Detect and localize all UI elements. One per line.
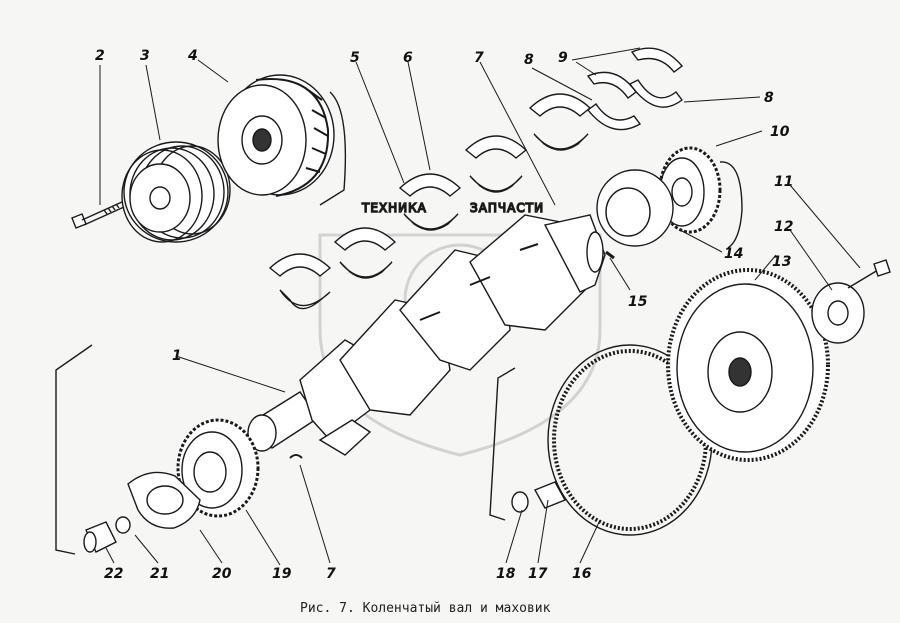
timing-gear: [176, 418, 260, 518]
oil-thrower: [127, 471, 201, 529]
callout-2: 2: [95, 48, 105, 64]
front-arrow: [55, 344, 93, 555]
flywheel: [666, 268, 830, 462]
callout-8-left: 8: [524, 52, 534, 68]
torsional-damper: [217, 74, 335, 197]
callout-15: 15: [628, 294, 648, 310]
callout-9: 9: [558, 50, 568, 66]
callout-21: 21: [150, 566, 169, 582]
flywheel-bolt-plate: [811, 282, 865, 344]
front-small-parts: [83, 454, 303, 553]
callout-17: 17: [528, 566, 548, 582]
main-bearing-shells: [268, 93, 592, 310]
watermark-left: ТЕХНИКА: [361, 201, 427, 215]
callout-8-right: 8: [764, 90, 774, 106]
callout-numbers: 1 2 3 4 5 6 7 8 8 9 10 11 12 13 14 15 16…: [95, 48, 793, 582]
oil-deflector: [596, 169, 674, 247]
pulley-bolt: [71, 201, 125, 229]
callout-20: 20: [212, 566, 232, 582]
callout-5: 5: [350, 50, 360, 66]
thrust-washers: [586, 47, 684, 131]
crankshaft: [247, 214, 606, 456]
callout-6: 6: [403, 50, 413, 66]
callout-7-bottom: 7: [326, 566, 336, 582]
callout-4: 4: [187, 48, 198, 64]
gear-arrow: [719, 161, 743, 249]
watermark-right: ЗАПЧАСТИ: [470, 201, 544, 215]
callout-19: 19: [272, 566, 292, 582]
rear-arrow: [489, 367, 516, 521]
callout-13: 13: [772, 254, 791, 270]
callout-18: 18: [496, 566, 516, 582]
callout-12: 12: [774, 219, 793, 235]
callout-3: 3: [140, 48, 150, 64]
crankshaft-pulley: [121, 141, 231, 243]
figure-caption: Рис. 7. Коленчатый вал и маховик: [300, 601, 551, 616]
locating-pin: [605, 250, 615, 260]
flywheel-bolt: [847, 259, 891, 289]
leader-lines: [99, 47, 861, 566]
callout-1: 1: [172, 348, 182, 364]
callout-22: 22: [104, 566, 123, 582]
rear-bushings: [511, 481, 566, 513]
callout-16: 16: [572, 566, 592, 582]
callout-14: 14: [724, 246, 743, 262]
callout-11: 11: [774, 174, 793, 190]
damper-arrow: [319, 91, 347, 206]
callout-10: 10: [770, 124, 790, 140]
callout-7-top: 7: [474, 50, 484, 66]
crankshaft-gear: [658, 146, 722, 234]
